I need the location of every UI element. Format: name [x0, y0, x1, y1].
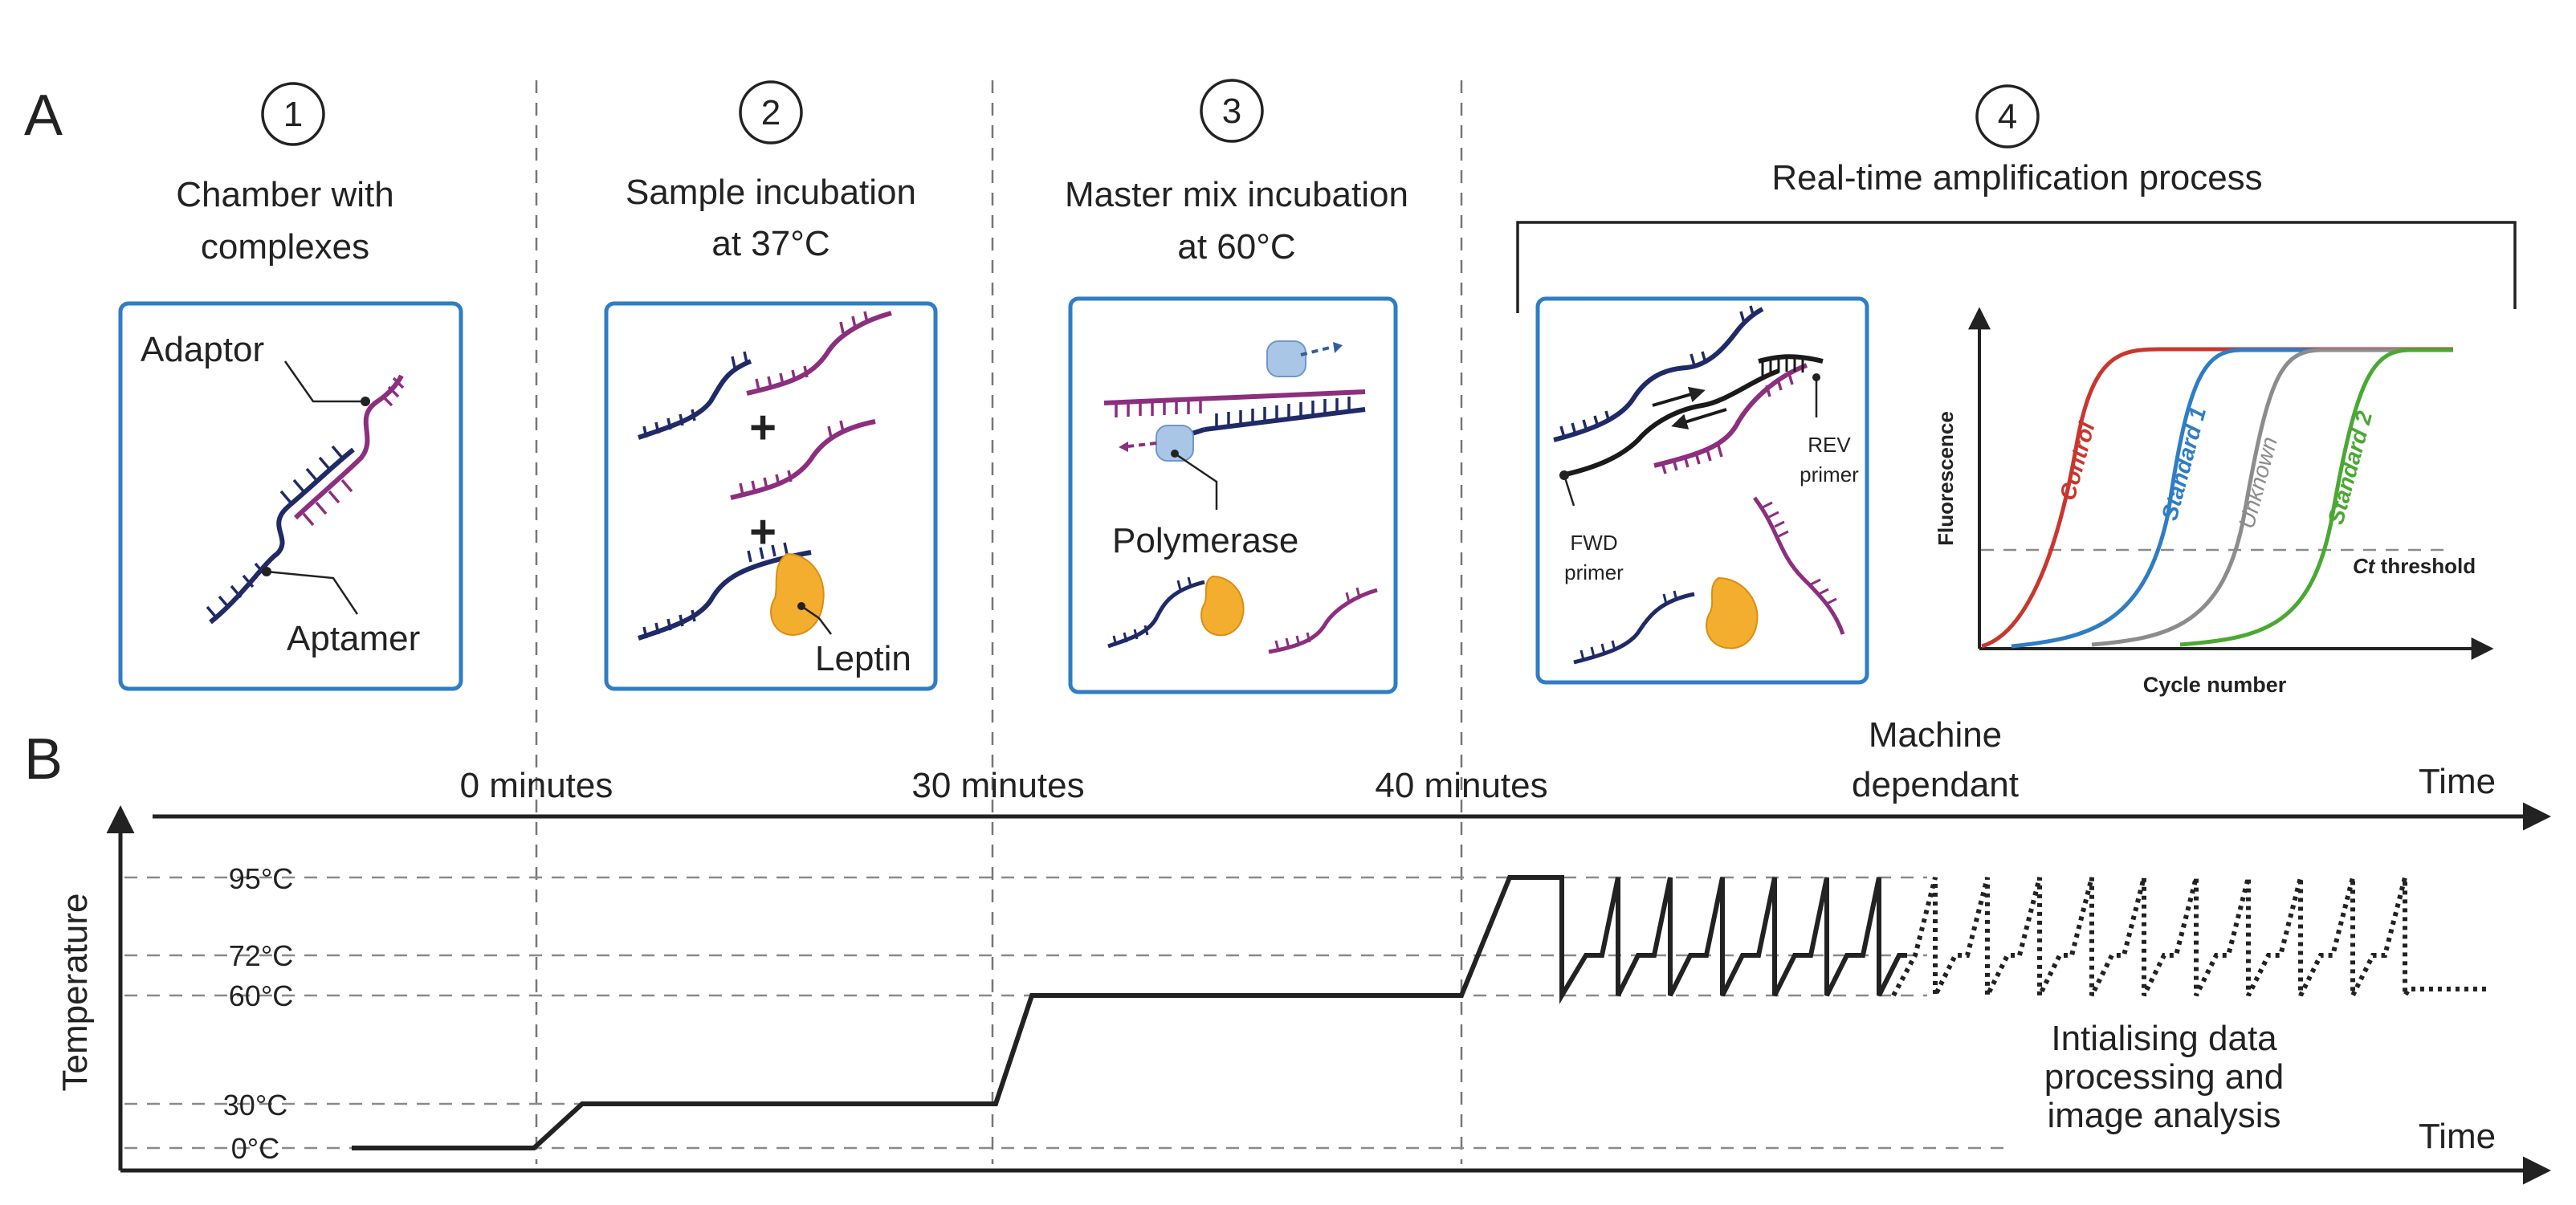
polymerase-label: Polymerase — [1112, 521, 1298, 560]
step-1-title-line2: complexes — [201, 227, 369, 267]
temp-label-95: 95°C — [229, 862, 293, 895]
aptamer-leptin-complex-icon — [1107, 575, 1245, 649]
machine-dependant-line2: dependant — [1852, 765, 2019, 804]
note-line2: processing and — [2044, 1057, 2284, 1097]
polymerase-leader-dot — [1171, 450, 1179, 458]
step-3-box — [1068, 296, 1398, 694]
fwd-primer-label-line1: FWD — [1570, 531, 1617, 555]
fwd-primer-leader — [1563, 474, 1575, 507]
temp-label-30: 30°C — [223, 1089, 287, 1122]
polymerase-enzyme-icon — [1119, 340, 1343, 462]
amplification-strands-icon — [1553, 305, 1845, 665]
temperature-profile-dotted — [1891, 877, 2489, 1004]
temperature-profile-line — [352, 875, 1907, 1150]
curve-standard-1 — [2011, 348, 2453, 649]
step-3-title-line1: Master mix incubation — [1065, 175, 1408, 214]
curve-control — [1981, 347, 2453, 649]
temp-label-60: 60°C — [229, 979, 293, 1012]
step-2-box — [604, 301, 938, 691]
aptamer-leader-line — [266, 570, 359, 615]
aptamer-strand-icon — [638, 351, 752, 440]
step-2-title-line1: Sample incubation — [626, 173, 916, 212]
time-mark-40: 40 minutes — [1375, 766, 1547, 805]
step-3-title-line2: at 60°C — [1177, 227, 1295, 267]
ct-threshold-label: Ct threshold — [2353, 554, 2476, 578]
adaptor-label: Adaptor — [141, 330, 264, 369]
step-4-bracket — [1516, 221, 2517, 313]
rev-primer-label-line1: REV — [1808, 433, 1851, 457]
adaptor-strand-icon — [1268, 587, 1378, 654]
time-mark-0: 0 minutes — [460, 766, 613, 805]
qpcr-curves — [1981, 347, 2453, 649]
plus-sign-2: + — [749, 506, 776, 558]
step-1-number: 1 — [261, 82, 325, 146]
curve-label-control: Control — [2055, 418, 2100, 503]
aptamer-label: Aptamer — [287, 619, 420, 658]
time-mark-30: 30 minutes — [911, 766, 1084, 805]
qpcr-xlabel: Cycle number — [2143, 673, 2287, 697]
step-2-number: 2 — [739, 80, 803, 145]
curve-label-standard-2: Standard 2 — [2323, 408, 2378, 527]
machine-dependant-line1: Machine — [1869, 715, 2002, 755]
leptin-leader-dot — [797, 602, 805, 610]
panel-a-letter: A — [24, 83, 63, 148]
curve-label-unknown: Unknown — [2234, 434, 2282, 531]
curve-unknown — [2091, 348, 2453, 647]
step-1-title-line1: Chamber with — [176, 175, 393, 214]
adaptor-leader-line — [283, 360, 365, 403]
temp-label-0: 0°C — [231, 1132, 279, 1165]
step-4-title: Real-time amplification process — [1771, 158, 2262, 197]
leptin-leader-line — [801, 605, 832, 635]
time-axis-top-label: Time — [2419, 762, 2496, 801]
svg-text:1: 1 — [283, 95, 303, 134]
svg-text:4: 4 — [1998, 97, 2017, 136]
note-line3: image analysis — [2047, 1096, 2280, 1135]
qpcr-ylabel: Fluorescence — [1934, 411, 1958, 546]
rev-primer-label-line2: primer — [1800, 462, 1859, 486]
step-3-number: 3 — [1200, 79, 1264, 143]
time-axis-bottom-label: Time — [2419, 1117, 2496, 1156]
aptamer-strand-icon — [638, 542, 812, 641]
adaptor-strand-icon — [746, 311, 892, 396]
polymerase-leader-line — [1174, 452, 1218, 510]
note-line1: Intialising data — [2051, 1019, 2277, 1058]
temp-label-72: 72°C — [229, 939, 293, 972]
svg-text:3: 3 — [1222, 92, 1241, 131]
leptin-protein-icon — [770, 552, 825, 636]
curve-standard-2 — [2179, 348, 2453, 647]
plus-sign-1: + — [749, 401, 776, 454]
step-4-number: 4 — [1975, 84, 2040, 149]
panel-b-letter: B — [24, 727, 63, 792]
svg-text:2: 2 — [761, 93, 781, 132]
aptamer-adaptor-complex-icon — [206, 374, 405, 625]
temperature-axis-label: Temperature — [55, 893, 95, 1091]
step-4-box — [1535, 296, 1869, 685]
leptin-label: Leptin — [815, 639, 911, 678]
adaptor-strand-icon — [730, 419, 876, 500]
step-2-title-line2: at 37°C — [711, 224, 829, 263]
curve-label-standard-1: Standard 1 — [2157, 405, 2211, 523]
fwd-primer-label-line2: primer — [1564, 560, 1624, 584]
